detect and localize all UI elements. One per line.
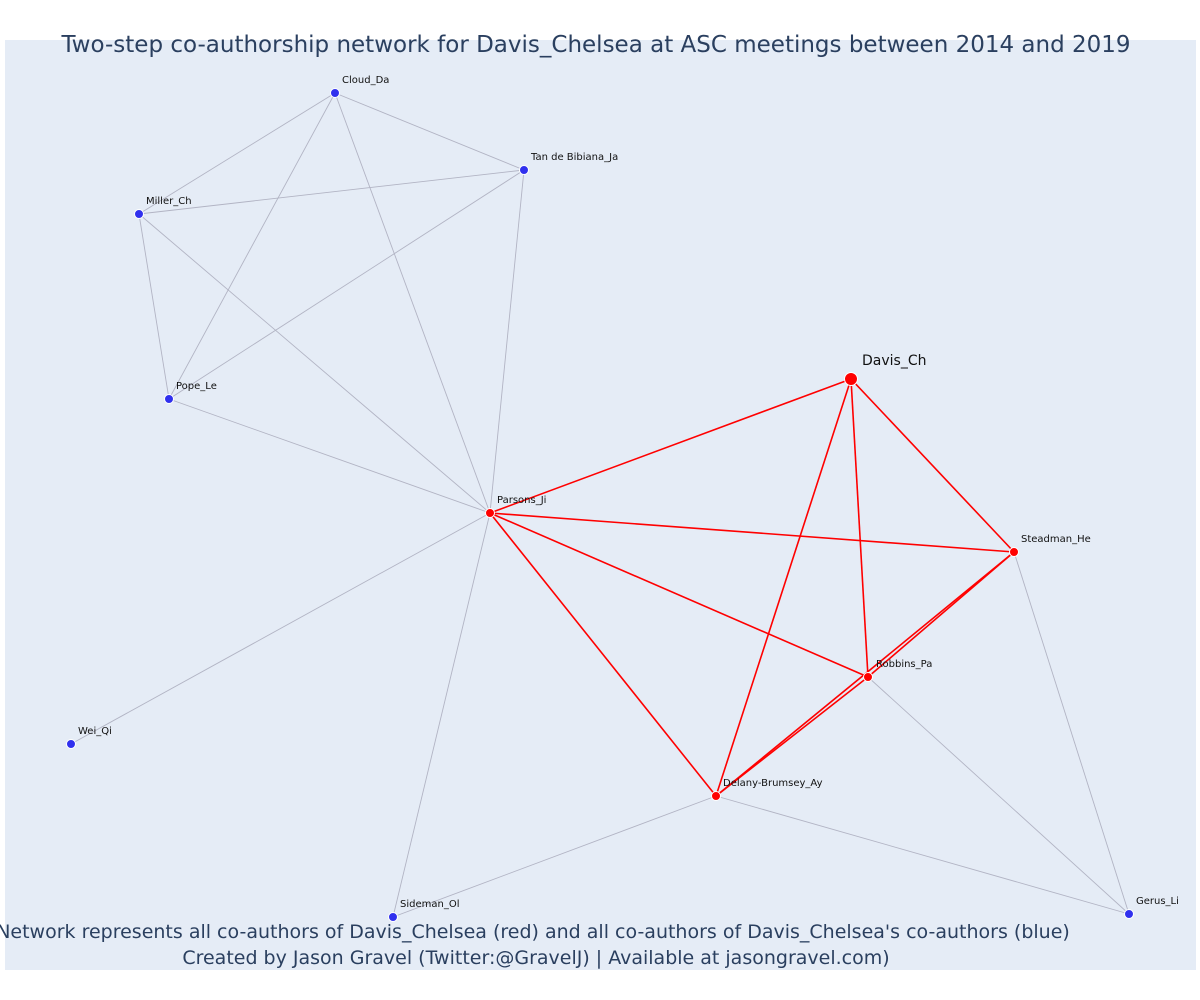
node-steadman-he[interactable] [1009,547,1019,557]
node-label-robbins-pa: Robbins_Pa [876,659,932,670]
node-label-sideman-ol: Sideman_Ol [400,899,459,910]
edge-cloud-da-parsons-ji [334,92,491,514]
edge-robbins-pa-gerus-li [867,676,1130,915]
node-label-tan-de-bibiana-ja: Tan de Bibiana_Ja [530,152,618,163]
edge-davis-ch-parsons-ji [489,378,852,514]
node-sideman-ol[interactable] [388,912,398,922]
edge-cloud-da-miller-ch [138,92,336,215]
node-pope-le[interactable] [164,394,174,404]
edge-cloud-da-pope-le [168,92,336,400]
node-label-gerus-li: Gerus_Li [1136,896,1179,907]
edge-parsons-ji-robbins-pa [489,512,869,678]
node-tan-de-bibiana-ja[interactable] [519,165,529,175]
node-wei-qi[interactable] [66,739,76,749]
node-davis-ch[interactable] [844,372,858,386]
nodes-layer [66,88,1134,922]
node-miller-ch[interactable] [134,209,144,219]
edge-miller-ch-pope-le [138,213,170,400]
node-label-parsons-ji: Parsons_Ji [497,495,546,506]
node-label-pope-le: Pope_Le [176,381,217,392]
node-cloud-da[interactable] [330,88,340,98]
edge-davis-ch-delany-brumsey-ay [715,378,852,797]
edge-parsons-ji-steadman-he [489,512,1015,553]
node-delany-brumsey-ay[interactable] [711,791,721,801]
node-robbins-pa[interactable] [863,672,873,682]
node-label-miller-ch: Miller_Ch [146,196,192,207]
node-label-wei-qi: Wei_Qi [78,726,112,737]
chart-title: Two-step co-authorship network for Davis… [60,32,1130,58]
edge-parsons-ji-wei-qi [70,512,491,745]
edge-davis-ch-steadman-he [850,378,1015,553]
node-parsons-ji[interactable] [485,508,495,518]
edge-parsons-ji-sideman-ol [392,512,491,918]
edge-robbins-pa-delany-brumsey-ay [715,676,869,797]
edge-miller-ch-parsons-ji [138,213,491,514]
edge-sideman-ol-delany-brumsey-ay [392,795,717,918]
edge-delany-brumsey-ay-gerus-li [715,795,1130,915]
caption-line-1: Network represents all co-authors of Dav… [0,921,1070,943]
node-label-davis-ch: Davis_Ch [862,353,926,369]
labels-layer: Davis_ChParsons_JiSteadman_HeRobbins_PaD… [78,75,1179,910]
edge-steadman-he-gerus-li [1013,551,1130,915]
edge-cloud-da-tan-de-bibiana-ja [334,92,525,171]
node-label-steadman-he: Steadman_He [1021,534,1091,545]
node-label-delany-brumsey-ay: Delany-Brumsey_Ay [723,778,823,789]
edge-miller-ch-tan-de-bibiana-ja [138,169,525,215]
plot-background [5,40,1196,970]
node-label-cloud-da: Cloud_Da [342,75,389,86]
edge-tan-de-bibiana-ja-parsons-ji [489,169,525,514]
edge-tan-de-bibiana-ja-pope-le [168,169,525,400]
edge-davis-ch-robbins-pa [850,378,869,678]
caption-line-2: Created by Jason Gravel (Twitter:@Gravel… [182,947,889,969]
node-gerus-li[interactable] [1124,909,1134,919]
edge-pope-le-parsons-ji [168,398,491,514]
edge-parsons-ji-delany-brumsey-ay [489,512,717,797]
